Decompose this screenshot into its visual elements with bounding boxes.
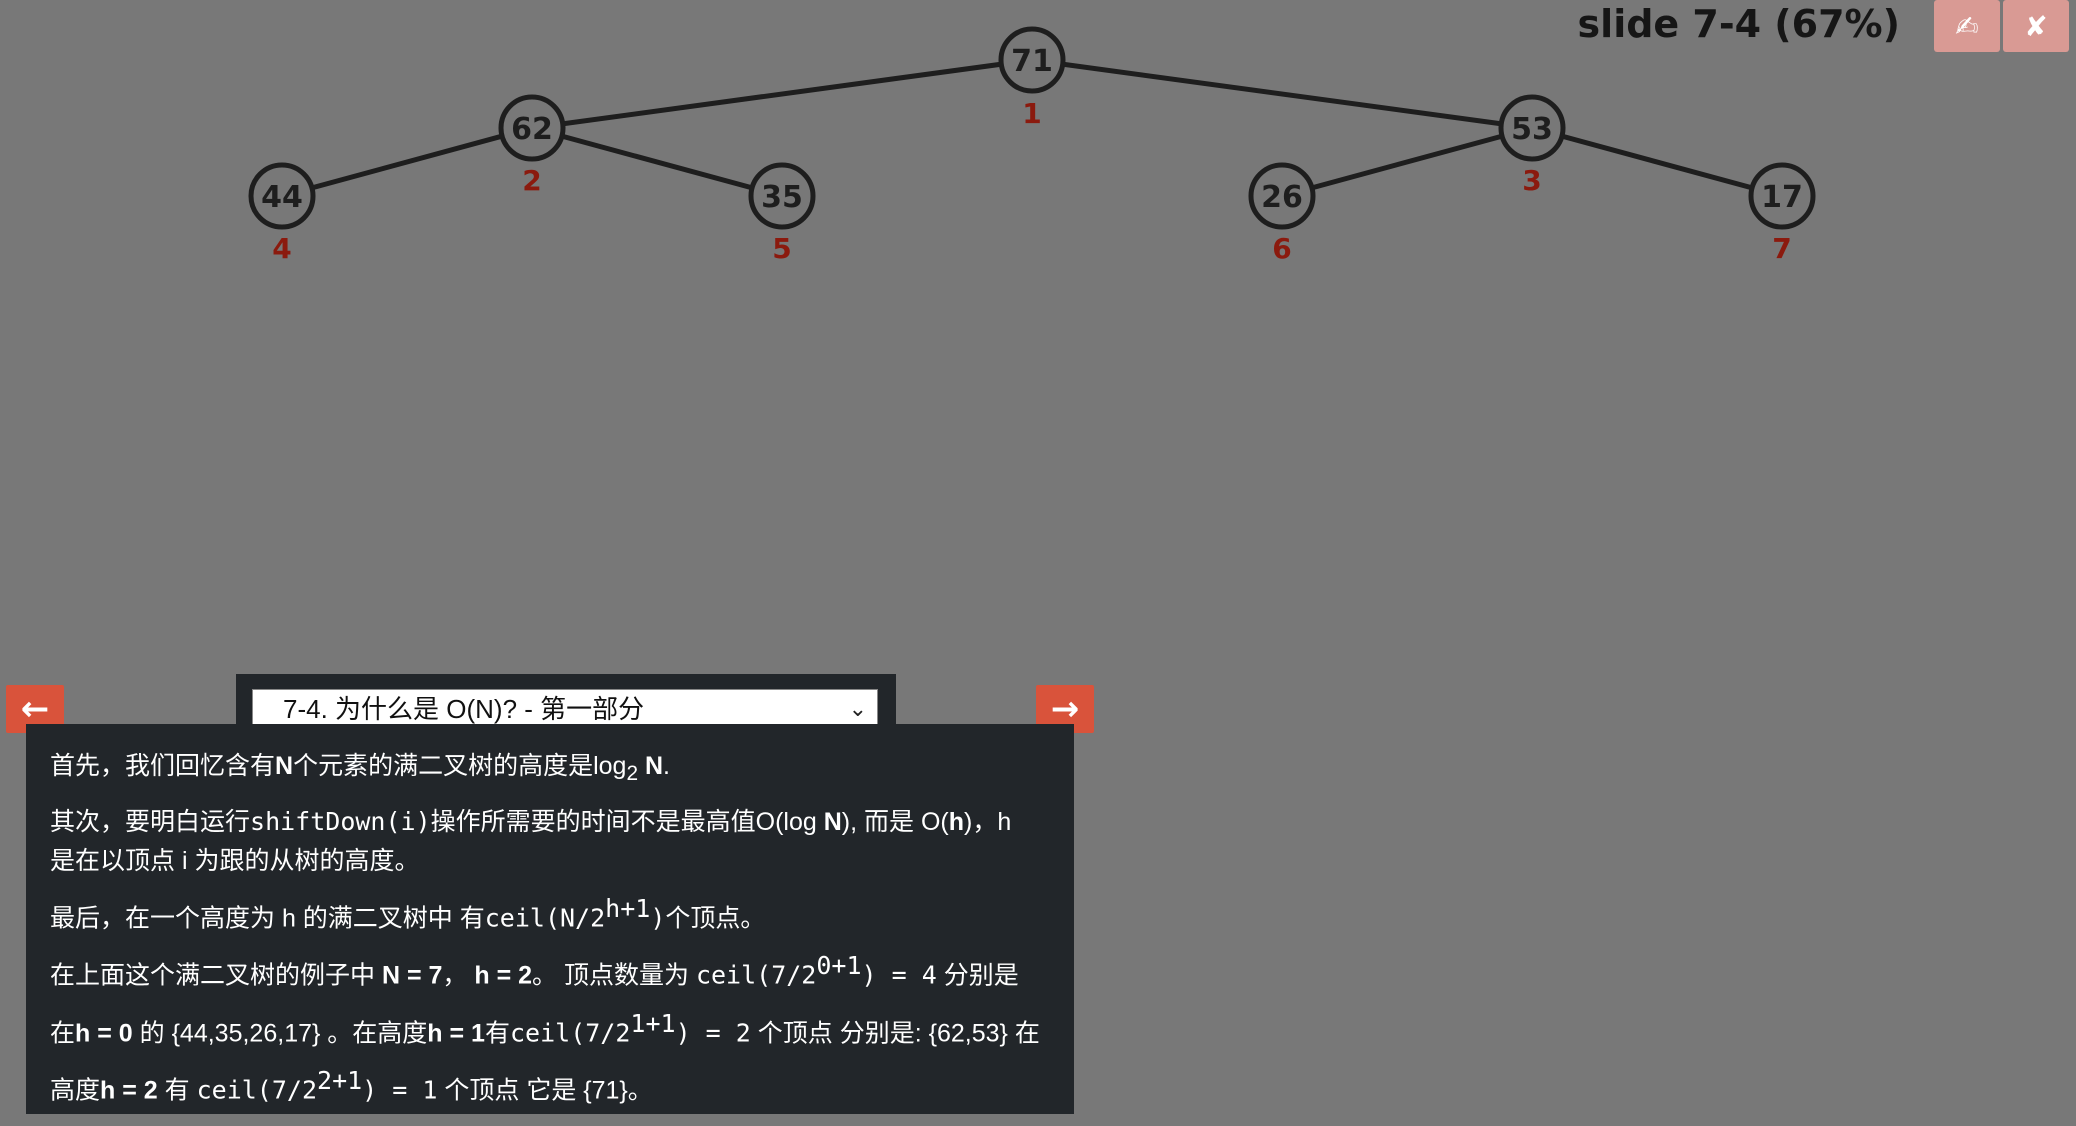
text: . bbox=[663, 752, 670, 780]
code: ceil(7/2 bbox=[695, 960, 817, 990]
code: ) = 1 bbox=[362, 1075, 438, 1105]
text: )，h bbox=[964, 808, 1012, 836]
text: 2 bbox=[626, 762, 639, 785]
text: 的 {44,35,26,17} 。在高度 bbox=[132, 1018, 428, 1047]
text: 操作所需要的时间不是最高值O(log bbox=[430, 808, 824, 836]
text: h = 1 bbox=[427, 1018, 485, 1047]
text: h = 2 bbox=[474, 961, 533, 990]
explanation-panel: 首先，我们回忆含有N个元素的满二叉树的高度是log2 N. 其次，要明白运行sh… bbox=[26, 724, 1074, 1114]
slide-status: slide 7-4 (67%) bbox=[1577, 2, 1900, 46]
tree-edge bbox=[531, 125, 783, 199]
code: ceil(7/2 bbox=[196, 1075, 318, 1105]
node-index: 6 bbox=[1272, 232, 1291, 265]
tree-edge bbox=[1031, 57, 1533, 131]
code: h+1 bbox=[605, 894, 651, 923]
heap-tree-visualization: 71 1 62 2 53 3 44 4 35 5 26 6 17 7 bbox=[248, 26, 1816, 265]
code: 2+1 bbox=[317, 1065, 363, 1095]
text: 个顶点 它是 {71}。 bbox=[437, 1076, 653, 1105]
node-index: 2 bbox=[522, 164, 541, 197]
code: ) bbox=[650, 903, 666, 933]
node-value: 17 bbox=[1761, 180, 1803, 215]
text: 有 bbox=[484, 1018, 510, 1047]
tree-node[interactable]: 62 2 bbox=[498, 94, 566, 197]
tree-edge bbox=[1281, 125, 1533, 199]
explanation-line: 在上面这个满二叉树的例子中 N = 7， h = 2。 顶点数量为 ceil(7… bbox=[50, 942, 1050, 999]
text: 分别是 bbox=[936, 961, 1019, 990]
explanation-line: 其次，要明白运行shiftDown(i)操作所需要的时间不是最高值O(log N… bbox=[50, 802, 1050, 881]
arrow-right-icon: → bbox=[1050, 689, 1080, 729]
text: N bbox=[823, 808, 842, 836]
text: 。 顶点数量为 bbox=[532, 961, 696, 990]
text: N = 7 bbox=[381, 961, 443, 990]
slide-select-value: 7-4. 为什么是 O(N)? - 第一部分 bbox=[283, 693, 645, 724]
tree-node[interactable]: 53 3 bbox=[1498, 94, 1566, 197]
prev-slide-button[interactable]: ← bbox=[6, 685, 64, 733]
text: 最后，在一个高度为 h 的满二叉树中 有 bbox=[50, 904, 485, 933]
text: h bbox=[948, 808, 965, 836]
code: 1+1 bbox=[630, 1008, 676, 1038]
arrow-left-icon: ← bbox=[20, 689, 50, 729]
text: ， bbox=[442, 961, 475, 990]
tree-node[interactable]: 71 1 bbox=[998, 26, 1066, 130]
text: 其次，要明白运行 bbox=[50, 808, 251, 836]
explanation-line: 在h = 0 的 {44,35,26,17} 。在高度h = 1有ceil(7/… bbox=[50, 1000, 1050, 1057]
text: 首先，我们回忆含有 bbox=[50, 752, 276, 780]
node-index: 3 bbox=[1522, 164, 1541, 197]
explanation-line: 高度h = 2 有 ceil(7/22+1) = 1 个顶点 它是 {71}。 bbox=[50, 1057, 1050, 1114]
text: 个顶点。 bbox=[665, 904, 766, 933]
tree-node[interactable]: 44 4 bbox=[248, 162, 316, 265]
text: 有 bbox=[157, 1076, 197, 1105]
text: 是在以顶点 i 为跟的从树的高度。 bbox=[50, 847, 420, 875]
explanation-line: 首先，我们回忆含有N个元素的满二叉树的高度是log2 N. bbox=[50, 742, 1050, 798]
code: ceil(N/2 bbox=[484, 903, 606, 933]
tree-node[interactable]: 35 5 bbox=[748, 162, 816, 265]
text: N bbox=[638, 752, 664, 780]
tree-edge bbox=[281, 125, 533, 199]
code: ceil(7/2 bbox=[509, 1017, 631, 1047]
tree-node[interactable]: 17 7 bbox=[1748, 162, 1816, 265]
text: 个元素的满二叉树的高度是log bbox=[293, 752, 627, 780]
node-index: 7 bbox=[1772, 232, 1791, 265]
node-value: 35 bbox=[761, 180, 803, 215]
node-index: 1 bbox=[1022, 97, 1041, 130]
pen-icon: ✍ bbox=[1955, 9, 1979, 43]
text: 在 bbox=[50, 1018, 76, 1047]
explanation-line: 最后，在一个高度为 h 的满二叉树中 有ceil(N/2h+1)个顶点。 bbox=[50, 885, 1050, 942]
node-value: 44 bbox=[261, 180, 303, 215]
tree-node[interactable]: 26 6 bbox=[1248, 162, 1316, 265]
tree-edge bbox=[1531, 125, 1783, 199]
slide-select[interactable]: 7-4. 为什么是 O(N)? - 第一部分 ⌄ bbox=[252, 689, 878, 725]
code: 0+1 bbox=[816, 951, 862, 981]
draw-button[interactable]: ✍ bbox=[1934, 0, 2000, 52]
code: ) = 4 bbox=[861, 960, 937, 990]
node-index: 5 bbox=[772, 232, 791, 265]
node-value: 71 bbox=[1011, 44, 1053, 79]
node-value: 26 bbox=[1261, 180, 1303, 215]
text: ), 而是 O( bbox=[841, 808, 949, 836]
text: 在上面这个满二叉树的例子中 bbox=[50, 961, 382, 990]
node-value: 53 bbox=[1511, 112, 1553, 147]
node-value: 62 bbox=[511, 112, 553, 147]
text: h = 0 bbox=[75, 1018, 133, 1047]
text: N bbox=[275, 752, 294, 780]
code: shiftDown(i) bbox=[250, 807, 431, 836]
tree-edge bbox=[531, 57, 1033, 131]
text: h = 2 bbox=[100, 1076, 158, 1105]
close-button[interactable]: ✘ bbox=[2003, 0, 2069, 52]
text: 高度 bbox=[50, 1076, 101, 1105]
text: 个顶点 分别是: {62,53} 在 bbox=[750, 1018, 1040, 1047]
code: ) = 2 bbox=[675, 1017, 751, 1047]
node-index: 4 bbox=[272, 232, 291, 265]
close-icon: ✘ bbox=[2024, 9, 2048, 43]
chevron-down-icon: ⌄ bbox=[848, 696, 867, 721]
